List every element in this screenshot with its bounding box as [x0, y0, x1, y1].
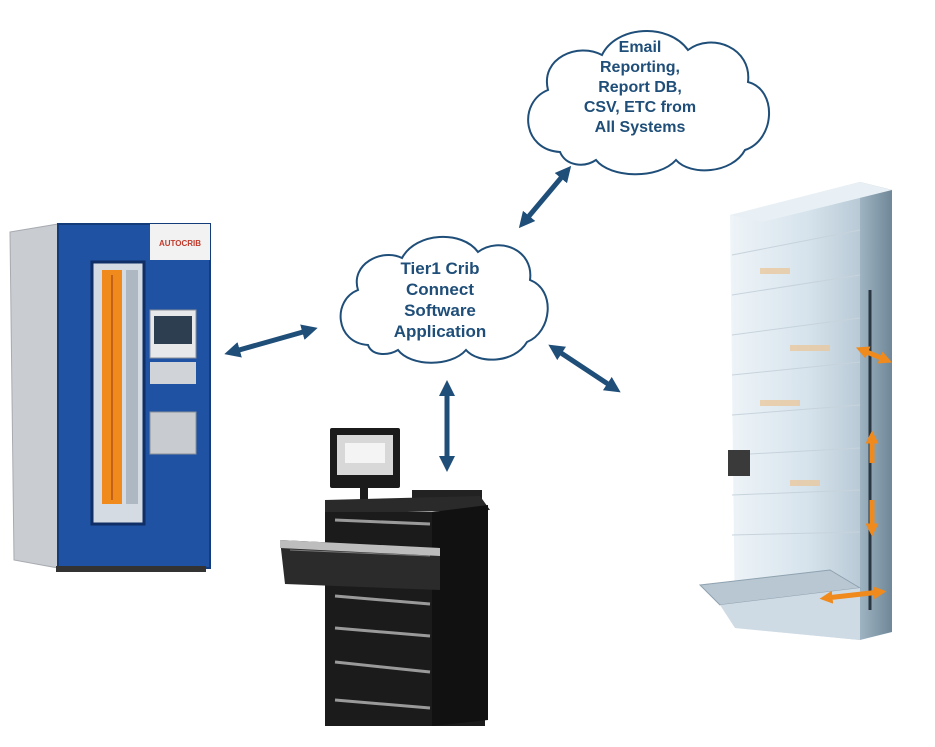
software-line-2: Connect: [406, 280, 474, 299]
reporting-line-2: Reporting,: [600, 59, 680, 76]
software-line-4: Application: [393, 322, 487, 341]
center-cloud-shape: [339, 235, 549, 364]
tower-motion-arrows: [819, 346, 892, 604]
arrow-software-to-tower: [548, 344, 621, 393]
reporting-line-1: Email: [618, 39, 662, 56]
drawer-workstation-image: [280, 428, 490, 726]
software-line-1: Tier1 Crib: [400, 259, 480, 278]
reporting-line-4: CSV, ETC from: [583, 99, 697, 116]
reporting-line-3: Report DB,: [598, 79, 682, 96]
svg-text:AUTOCRIB: AUTOCRIB: [159, 239, 201, 248]
arrow-software-to-reporting: [518, 165, 572, 229]
orange-arrow-top: [856, 346, 892, 364]
arrow-cabinet-to-software: [224, 324, 318, 358]
software-line-3: Software: [404, 301, 476, 320]
reporting-cloud-label: Email Reporting, Report DB, CSV, ETC fro…: [560, 38, 720, 138]
vending-cabinet-image: AUTOCRIB: [9, 223, 211, 572]
reporting-cloud-shape: [527, 29, 771, 176]
vertical-lift-module-image: [698, 182, 892, 640]
orange-arrow-bottom: [819, 586, 887, 604]
reporting-line-5: All Systems: [594, 119, 686, 136]
software-cloud-label: Tier1 Crib Connect Software Application: [360, 258, 520, 342]
